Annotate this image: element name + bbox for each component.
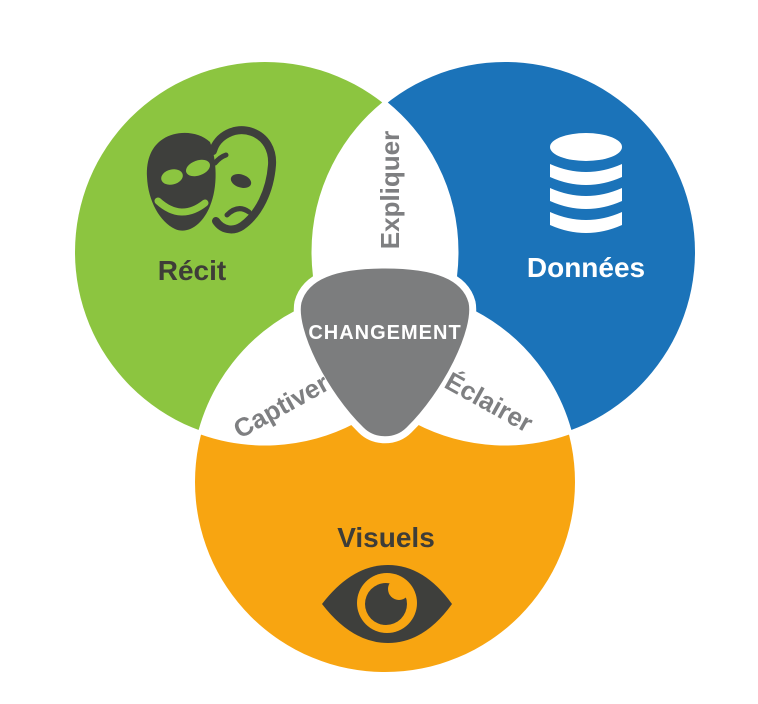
database-icon xyxy=(550,133,622,233)
recit-label: Récit xyxy=(158,255,226,286)
theater-masks-icon xyxy=(146,126,277,234)
comedy-mask-right-eye xyxy=(185,159,211,177)
eye-glint xyxy=(388,578,410,600)
visuels-label: Visuels xyxy=(337,522,435,553)
center-label: CHANGEMENT xyxy=(308,322,461,344)
database-band-1 xyxy=(550,164,622,185)
tragedy-mask-outline xyxy=(209,126,277,234)
database-top-disk xyxy=(550,133,622,161)
tragedy-mask-brow xyxy=(212,152,229,166)
center-shape xyxy=(293,261,477,444)
overlap-label-expliquer: Expliquer xyxy=(375,131,405,249)
tragedy-mask-eye xyxy=(230,174,252,188)
database-band-2 xyxy=(550,188,622,209)
comedy-mask-left-eye xyxy=(161,169,183,185)
database-band-3 xyxy=(550,212,622,233)
donnees-label: Données xyxy=(527,252,645,283)
tragedy-mask-frown xyxy=(224,206,252,218)
eye-icon xyxy=(322,565,452,643)
comedy-mask-smile xyxy=(154,197,209,216)
